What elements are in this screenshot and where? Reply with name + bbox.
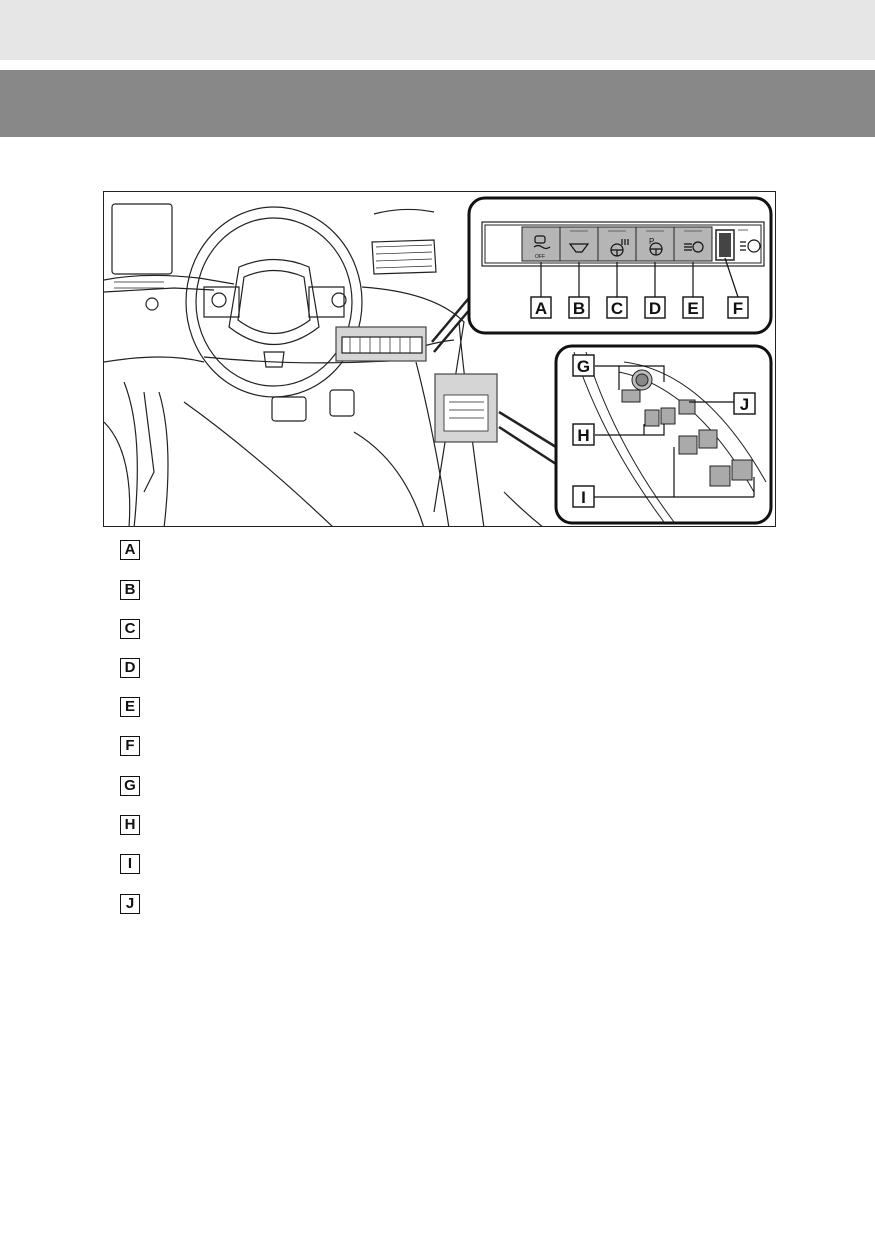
svg-text:P: P xyxy=(649,237,654,246)
door-label-J: J xyxy=(740,395,749,414)
infotainment-screen xyxy=(111,203,173,275)
header-band xyxy=(0,0,875,60)
label-B: B xyxy=(568,296,590,319)
headlight-level-icon xyxy=(747,239,761,253)
legend-item-B: B xyxy=(120,580,140,600)
steering-hub xyxy=(228,258,320,345)
door-label-G: G xyxy=(577,357,590,376)
label-C: C xyxy=(606,296,628,319)
panel-label-E: E xyxy=(687,299,698,318)
section-title-band xyxy=(0,70,875,137)
label-G: G xyxy=(572,354,595,377)
legend-item-C: C xyxy=(120,619,140,639)
svg-text:OFF: OFF xyxy=(535,254,545,260)
legend-item-D: D xyxy=(120,658,140,678)
label-D: D xyxy=(644,296,666,319)
legend-item-F: F xyxy=(120,736,140,756)
label-A: A xyxy=(530,296,552,319)
panel-label-F: F xyxy=(733,299,743,318)
legend-item-J: J xyxy=(120,894,140,914)
door-leader-lines xyxy=(594,365,755,498)
legend-item-A: A xyxy=(120,540,140,560)
wiper-de-icer-icon xyxy=(568,243,590,253)
door-switch-drawing xyxy=(573,351,767,523)
switch-panel-labels: A B C D E F xyxy=(530,296,749,319)
legend-item-I: I xyxy=(120,854,140,874)
switch-strip: OFF P xyxy=(481,221,765,298)
panel-label-A: A xyxy=(535,299,547,318)
legend-item-E: E xyxy=(120,697,140,717)
label-H: H xyxy=(572,423,595,446)
door-label-I: I xyxy=(581,488,586,507)
label-I: I xyxy=(572,485,595,508)
legend-item-H: H xyxy=(120,815,140,835)
label-J: J xyxy=(733,392,756,415)
panel-label-D: D xyxy=(649,299,661,318)
knob xyxy=(145,297,159,311)
dashboard-drawing: OFF P xyxy=(104,196,773,526)
panel-label-C: C xyxy=(611,299,623,318)
door-switch-labels: G H I J xyxy=(572,354,756,508)
auto-high-beam-icon xyxy=(684,243,692,251)
label-E: E xyxy=(682,296,704,319)
dashboard-illustration: OFF P xyxy=(103,191,776,527)
label-F: F xyxy=(727,296,749,319)
door-label-H: H xyxy=(577,426,589,445)
vsc-off-icon xyxy=(534,235,546,244)
panel-label-B: B xyxy=(573,299,585,318)
legend-item-G: G xyxy=(120,776,140,796)
